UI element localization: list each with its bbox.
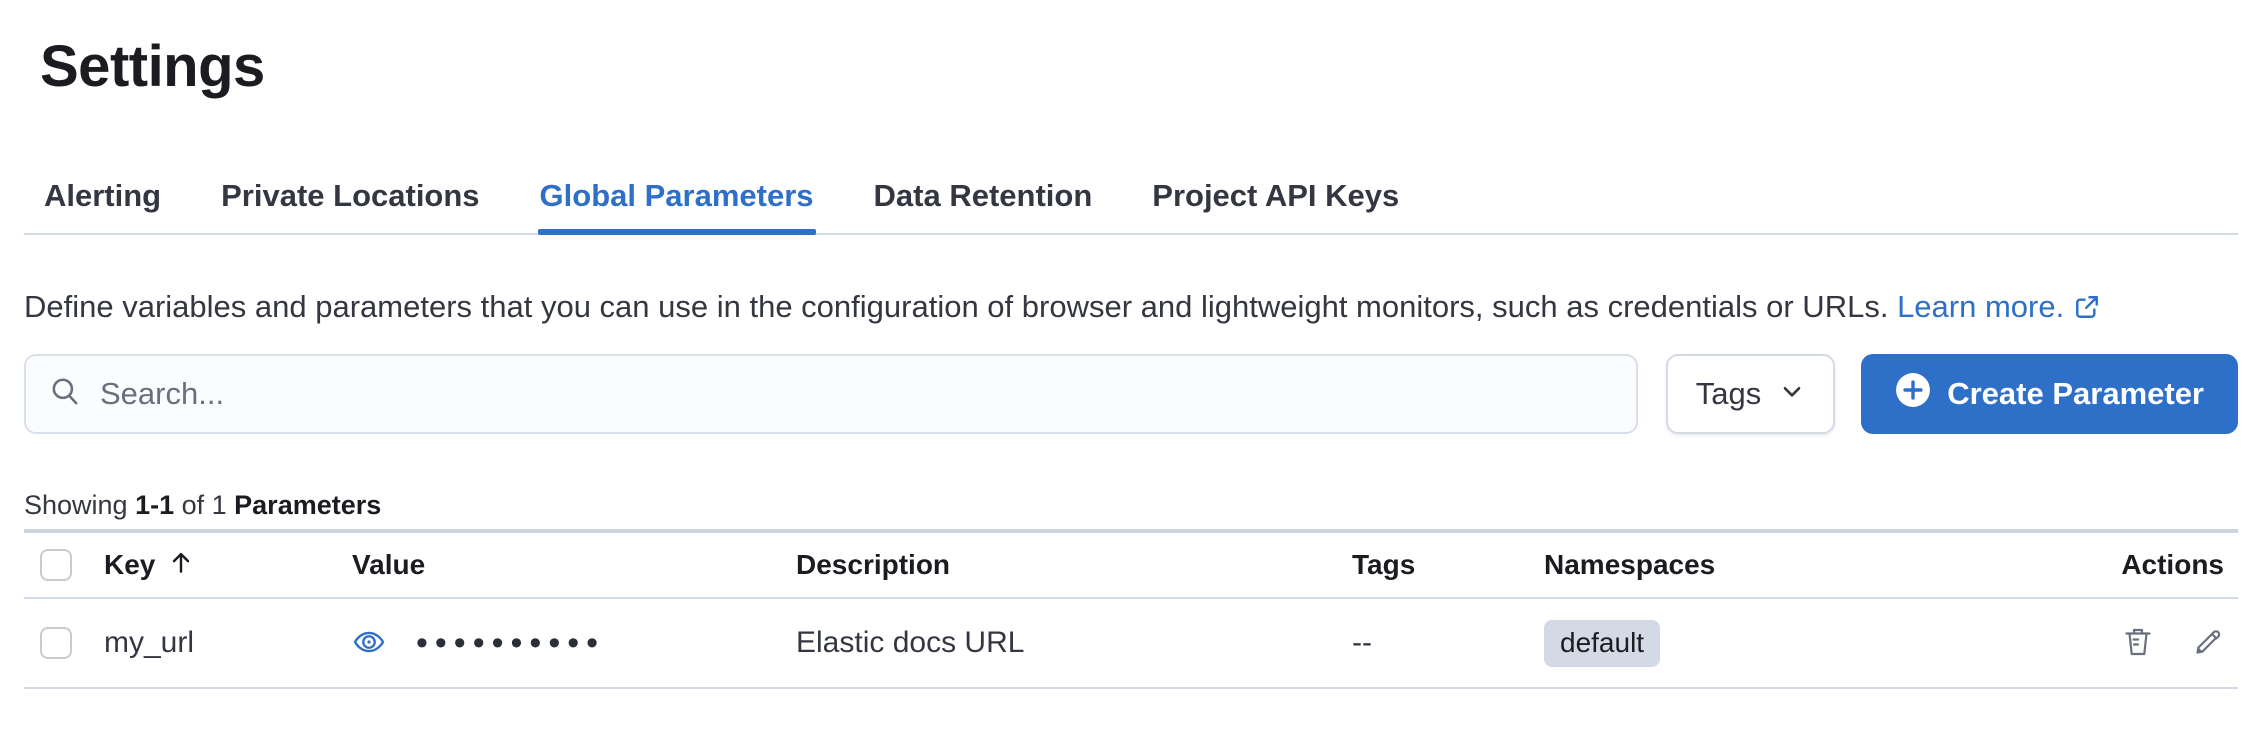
settings-tabs: Alerting Private Locations Global Parame… xyxy=(24,178,2238,235)
actions-cell xyxy=(2088,626,2238,661)
trash-icon xyxy=(2122,626,2154,661)
external-link-icon[interactable] xyxy=(2074,286,2100,334)
tab-global-parameters[interactable]: Global Parameters xyxy=(537,178,816,235)
search-box[interactable] xyxy=(24,354,1638,434)
summary-of: of 1 xyxy=(174,490,235,520)
value-cell: •••••••••• xyxy=(336,625,780,662)
parameters-table: Key Value Description Tags Namespaces Ac… xyxy=(24,529,2238,689)
row-checkbox[interactable] xyxy=(40,627,72,659)
tags-cell: -- xyxy=(1352,626,1372,659)
column-header-description[interactable]: Description xyxy=(796,549,951,580)
reveal-value-button[interactable] xyxy=(352,625,386,662)
column-header-key-label: Key xyxy=(104,549,156,580)
column-header-actions: Actions xyxy=(2121,549,2224,580)
results-summary: Showing 1-1 of 1 Parameters xyxy=(24,490,2238,521)
tab-alerting[interactable]: Alerting xyxy=(44,178,162,213)
select-all-checkbox[interactable] xyxy=(40,549,72,581)
column-header-namespaces[interactable]: Namespaces xyxy=(1544,549,1716,580)
column-header-value[interactable]: Value xyxy=(352,549,426,580)
masked-value: •••••••••• xyxy=(416,624,606,662)
summary-prefix: Showing xyxy=(24,490,136,520)
pencil-icon xyxy=(2192,626,2224,661)
search-input[interactable] xyxy=(100,376,1620,412)
settings-page: Settings Alerting Private Locations Glob… xyxy=(0,34,2262,689)
eye-icon xyxy=(352,625,386,662)
delete-parameter-button[interactable] xyxy=(2122,626,2154,661)
tags-filter-button[interactable]: Tags xyxy=(1665,354,1836,434)
key-cell: my_url xyxy=(104,626,195,659)
sort-ascending-icon xyxy=(167,548,195,583)
tags-filter-label: Tags xyxy=(1695,376,1762,411)
page-title: Settings xyxy=(40,34,265,99)
description-cell: Elastic docs URL xyxy=(796,626,1025,659)
select-all-cell xyxy=(24,549,88,581)
summary-entity: Parameters xyxy=(234,490,382,520)
summary-range: 1-1 xyxy=(135,490,175,520)
namespaces-cell: default xyxy=(1528,619,2088,667)
chevron-down-icon xyxy=(1779,376,1805,412)
row-select-cell xyxy=(24,627,88,659)
description-text: Define variables and parameters that you… xyxy=(24,289,1898,324)
tab-project-api-keys[interactable]: Project API Keys xyxy=(1152,178,1400,213)
column-header-tags[interactable]: Tags xyxy=(1352,549,1416,580)
table-row: my_url •••••••••• Elastic docs URL -- de… xyxy=(24,599,2238,689)
plus-in-circle-icon xyxy=(1895,372,1931,416)
table-header-row: Key Value Description Tags Namespaces Ac… xyxy=(24,529,2238,599)
column-header-key[interactable]: Key xyxy=(88,548,336,583)
edit-parameter-button[interactable] xyxy=(2192,626,2224,661)
learn-more-link[interactable]: Learn more. xyxy=(1897,289,2065,324)
create-parameter-button[interactable]: Create Parameter xyxy=(1861,354,2238,434)
tab-data-retention[interactable]: Data Retention xyxy=(873,178,1093,213)
create-parameter-label: Create Parameter xyxy=(1947,376,2204,411)
toolbar: Tags Create Parameter xyxy=(24,354,2238,434)
namespace-badge: default xyxy=(1544,619,1661,667)
tab-private-locations[interactable]: Private Locations xyxy=(221,178,480,213)
search-icon xyxy=(48,375,82,414)
page-description: Define variables and parameters that you… xyxy=(24,283,2238,334)
